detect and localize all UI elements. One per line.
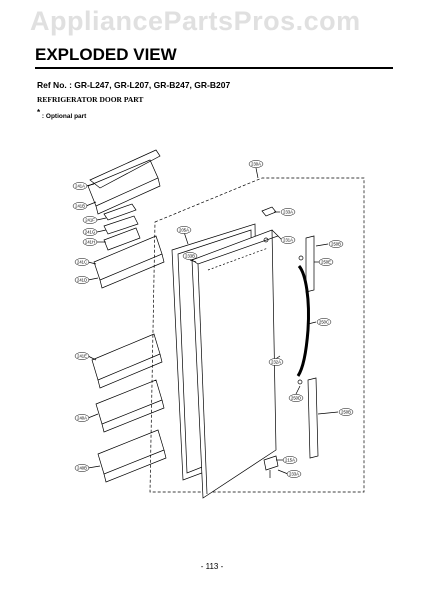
label-233b: 233B xyxy=(185,254,195,259)
page-title: EXPLODED VIEW xyxy=(35,45,177,64)
label-233a-lower: 233A xyxy=(289,472,299,477)
label-250b-lower: 250B xyxy=(341,410,351,415)
screw-top xyxy=(298,255,304,261)
bottom-hinge xyxy=(263,455,279,471)
label-230a: 230A xyxy=(251,162,261,167)
label-241h: 241H xyxy=(85,240,95,245)
label-232a: 232A xyxy=(271,360,281,365)
label-241a: 241A xyxy=(75,184,85,189)
shelf-bin-2 xyxy=(91,333,161,381)
label-231a: 231A xyxy=(283,238,293,243)
egg-tray-1 xyxy=(103,203,137,221)
model-reference: Ref No. : GR-L247, GR-L207, GR-B247, GR-… xyxy=(37,80,231,90)
title-divider xyxy=(35,67,393,69)
label-241c: 241C xyxy=(77,260,87,265)
dairy-bin-front xyxy=(95,177,161,215)
door-panel-side-edge xyxy=(197,263,208,495)
handle-trim xyxy=(307,377,319,459)
egg-tray-3 xyxy=(103,227,141,251)
shelf-bin-2-front xyxy=(97,353,163,389)
label-241d: 241D xyxy=(77,278,87,283)
shelf-bin-4 xyxy=(97,429,165,475)
shelf-bin-3-front xyxy=(101,399,165,433)
label-233a: 233A xyxy=(283,210,293,215)
door-hinge-line xyxy=(207,247,269,271)
label-250c: 250C xyxy=(319,320,329,325)
watermark: AppliancePartsPros.com xyxy=(30,6,361,36)
egg-tray-2 xyxy=(103,215,139,235)
label-240a: 240A xyxy=(77,416,87,421)
page-number: - 113 - xyxy=(200,562,224,571)
label-241e: 241E xyxy=(77,354,87,359)
assembly-outline xyxy=(149,177,365,493)
hinge-pin xyxy=(263,237,269,243)
label-250b: 250B xyxy=(331,242,341,247)
screw-bottom xyxy=(297,379,303,385)
hinge-cover xyxy=(261,206,277,217)
handle-cap-top xyxy=(305,235,315,293)
shelf-bin-4-front xyxy=(103,449,167,483)
door-panel xyxy=(191,229,277,499)
dairy-lid xyxy=(89,149,161,189)
label-241b: 241B xyxy=(75,204,85,209)
label-241g: 241G xyxy=(85,230,95,235)
asterisk-marker: * xyxy=(37,108,41,117)
door-handle xyxy=(296,265,310,377)
dairy-bin xyxy=(87,159,159,207)
note-text: : Optional part xyxy=(40,113,87,121)
section-subtitle: REFRIGERATOR DOOR PART xyxy=(37,95,144,104)
optional-part-note: * : Optional part xyxy=(37,108,86,120)
label-241f: 241F xyxy=(85,218,95,223)
label-240b: 240B xyxy=(77,466,87,471)
label-215a: 215A xyxy=(285,458,295,463)
shelf-bin-1-front xyxy=(99,253,165,289)
label-205a: 205A xyxy=(179,228,189,233)
label-250d: 250D xyxy=(291,396,301,401)
label-250e: 250E xyxy=(321,260,331,265)
